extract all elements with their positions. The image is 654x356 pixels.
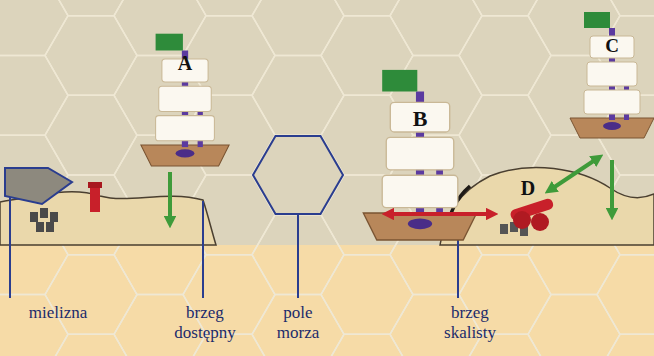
sea — [0, 0, 654, 245]
ship-letter: B — [408, 106, 432, 132]
red-piece-top — [88, 182, 102, 188]
callout-label: brzeg skalisty — [432, 303, 508, 343]
shoal — [5, 168, 72, 204]
sea-field-outline — [253, 136, 343, 214]
ship-letter: C — [600, 35, 624, 57]
blocked-arrow — [388, 212, 492, 216]
caption-band — [0, 245, 654, 356]
land-right — [440, 167, 654, 245]
callout-label: mielizna — [8, 303, 108, 323]
ship-c — [570, 12, 654, 138]
cannon — [509, 197, 554, 231]
fort-icon — [30, 208, 58, 232]
cannon-letter: D — [516, 176, 540, 200]
ship-a — [141, 34, 229, 166]
callout-label: brzeg dostępny — [164, 303, 246, 343]
ship-letter: A — [173, 51, 197, 75]
move-arrow — [610, 160, 614, 214]
callout-label: pole morza — [266, 303, 330, 343]
fire-arrow — [550, 158, 598, 190]
move-arrow — [168, 172, 172, 222]
red-piece — [90, 186, 100, 212]
